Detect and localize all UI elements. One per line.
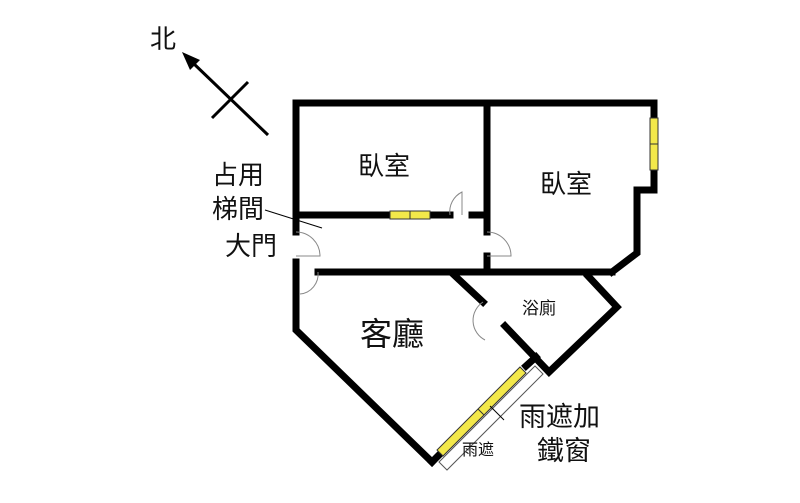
windows [389,117,659,471]
bathroom-wall-stub [521,352,541,371]
main-door-swing [295,231,321,257]
doors [264,191,512,421]
outer-wall-top-right [292,99,658,277]
awning-window-label-2: 鐵窗 [537,436,591,467]
compass-cross-line [210,80,250,120]
north-label: 北 [150,25,176,55]
window-divider [477,408,485,416]
living-room-window [436,366,527,457]
awning-window-label-1: 雨遮加 [519,402,600,433]
room-label-living-room: 客廳 [360,315,424,353]
compass: 北 [150,25,270,137]
awning-outline [438,365,544,471]
walls [292,99,658,467]
bedroom-door-swing [449,191,463,216]
awning-leader-line [489,405,505,421]
room-label-bedroom-1: 臥室 [358,152,410,182]
bathroom-door-swing [472,301,486,341]
stairwell-label-2: 梯間 [212,195,264,225]
room-label-bedroom-2: 臥室 [540,170,592,200]
bathroom-wall-upper [448,269,488,307]
bathroom-wall [500,271,622,377]
window-wall-stub [427,449,445,467]
bedroom2-door-swing [486,231,512,257]
stairwell-leader-line [264,209,323,229]
stair-door-swing [299,271,319,295]
room-label-bathroom: 浴廁 [522,298,556,319]
main-door-label: 大門 [225,232,277,262]
awning-label: 雨遮 [462,440,494,459]
north-arrow-head-icon [182,52,200,70]
stairwell-label-1: 占用 [212,161,264,191]
outer-wall-left-bottom [292,258,437,467]
